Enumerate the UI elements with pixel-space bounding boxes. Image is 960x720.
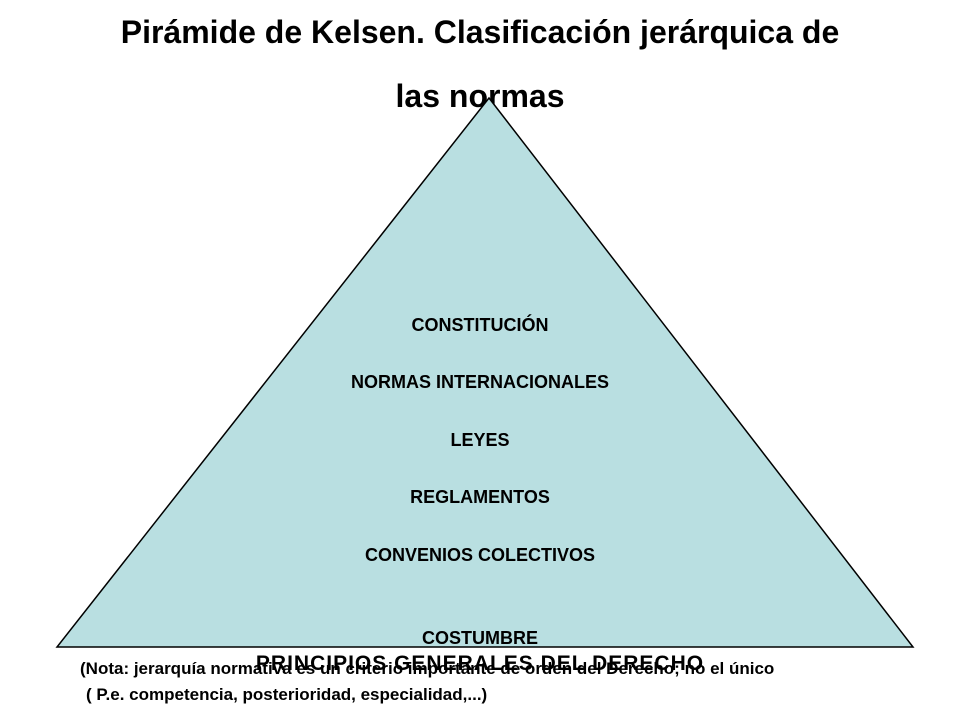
level-constitucion: CONSTITUCIÓN — [411, 315, 549, 335]
diagram-title: Pirámide de Kelsen. Clasificación jerárq… — [0, 0, 960, 128]
level-principios-generales: PRINCIPIOS GENERALES DEL DERECHO — [255, 652, 705, 675]
footnote-line-2: ( P.e. competencia, posterioridad, espec… — [86, 685, 488, 704]
level-costumbre: COSTUMBRE — [422, 628, 538, 648]
level-reglamentos: REGLAMENTOS — [410, 487, 550, 507]
footnote-line-1: (Nota: jerarquía normativa es un criteri… — [80, 659, 775, 678]
level-convenios-colectivos: CONVENIOS COLECTIVOS — [364, 545, 596, 565]
title-line-2: las normas — [395, 78, 565, 114]
pyramid-triangle — [55, 96, 915, 648]
title-line-1: Pirámide de Kelsen. Clasificación jerárq… — [120, 14, 840, 50]
level-normas-internacionales: NORMAS INTERNACIONALES — [350, 372, 609, 392]
level-leyes: LEYES — [450, 430, 510, 450]
